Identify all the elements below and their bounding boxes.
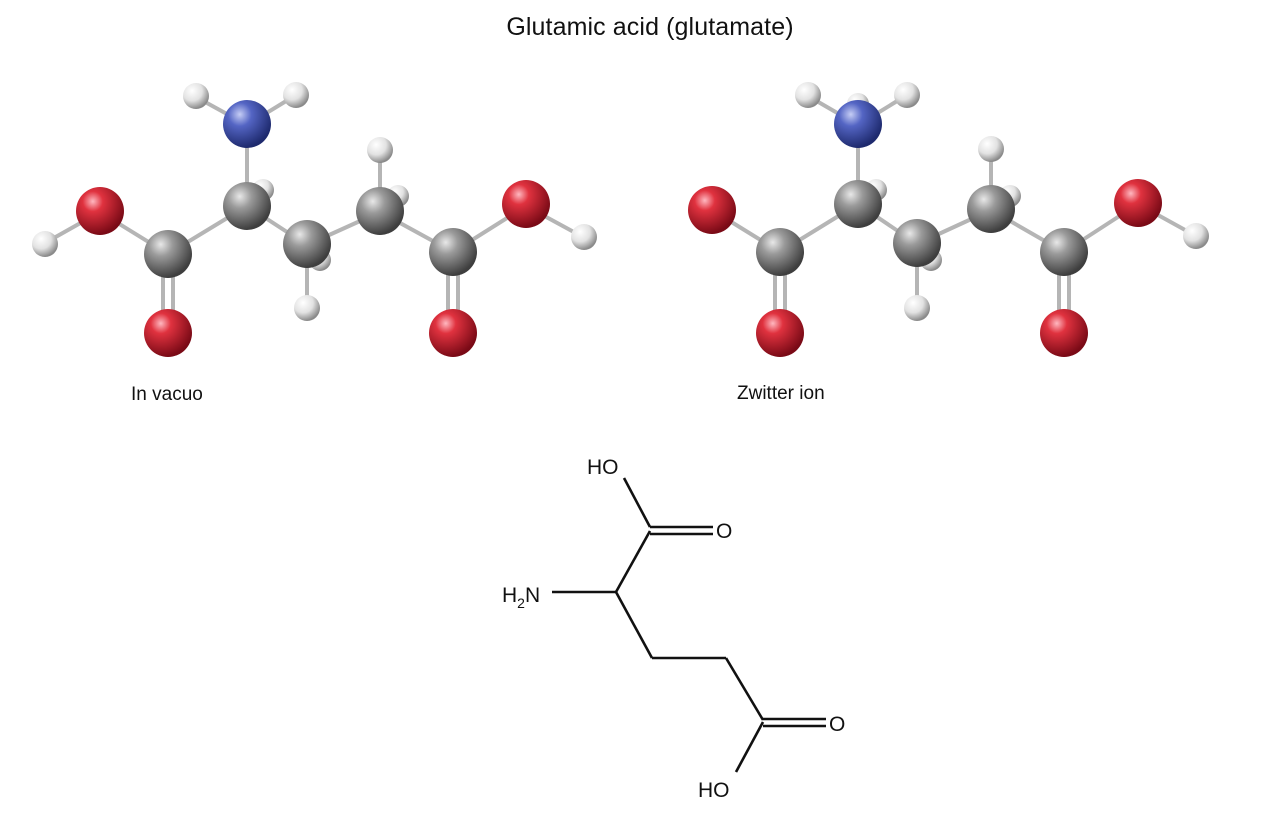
skeletal-bonds bbox=[552, 477, 826, 773]
oxygen-atom bbox=[756, 309, 804, 357]
top-hydroxyl-label: HO bbox=[587, 456, 619, 479]
atoms bbox=[32, 82, 597, 357]
hydrogen-atom bbox=[795, 82, 821, 108]
bottom-hydroxyl-label: HO bbox=[698, 779, 730, 802]
hydrogen-atom bbox=[1183, 223, 1209, 249]
hydrogen-atom bbox=[32, 231, 58, 257]
hydrogen-atom bbox=[894, 82, 920, 108]
amine-label: H2N bbox=[502, 584, 540, 611]
carbon-atom bbox=[223, 182, 271, 230]
caption-in-vacuo: In vacuo bbox=[131, 384, 203, 405]
carbon-atom bbox=[893, 219, 941, 267]
hydrogen-atom bbox=[183, 83, 209, 109]
carbon-atom bbox=[756, 228, 804, 276]
oxygen-atom bbox=[688, 186, 736, 234]
atoms bbox=[688, 82, 1209, 357]
carbon-atom bbox=[283, 220, 331, 268]
oxygen-atom bbox=[429, 309, 477, 357]
carbon-atom bbox=[967, 185, 1015, 233]
amine-subscript: 2 bbox=[517, 595, 525, 611]
oxygen-atom bbox=[1040, 309, 1088, 357]
carbon-atom bbox=[356, 187, 404, 235]
nitrogen-atom bbox=[223, 100, 271, 148]
hydrogen-atom bbox=[294, 295, 320, 321]
hydrogen-atom bbox=[367, 137, 393, 163]
model-zwitter-ion bbox=[688, 82, 1209, 357]
carbon-atom bbox=[834, 180, 882, 228]
nitrogen-atom bbox=[834, 100, 882, 148]
oxygen-atom bbox=[76, 187, 124, 235]
amine-hydrogen: H bbox=[502, 584, 517, 607]
oxygen-atom bbox=[1114, 179, 1162, 227]
amine-nitrogen: N bbox=[525, 584, 540, 607]
hydrogen-atom bbox=[571, 224, 597, 250]
hydrogen-atom bbox=[978, 136, 1004, 162]
caption-zwitter-ion: Zwitter ion bbox=[737, 383, 825, 404]
carbon-atom bbox=[1040, 228, 1088, 276]
model-in-vacuo bbox=[32, 82, 597, 357]
carbon-atom bbox=[429, 228, 477, 276]
diagram-title: Glutamic acid (glutamate) bbox=[506, 13, 794, 41]
carbon-atom bbox=[144, 230, 192, 278]
oxygen-atom bbox=[144, 309, 192, 357]
oxygen-atom bbox=[502, 180, 550, 228]
hydrogen-atom bbox=[904, 295, 930, 321]
top-carbonyl-oxygen-label: O bbox=[716, 520, 732, 543]
hydrogen-atom bbox=[283, 82, 309, 108]
bottom-carbonyl-oxygen-label: O bbox=[829, 713, 845, 736]
